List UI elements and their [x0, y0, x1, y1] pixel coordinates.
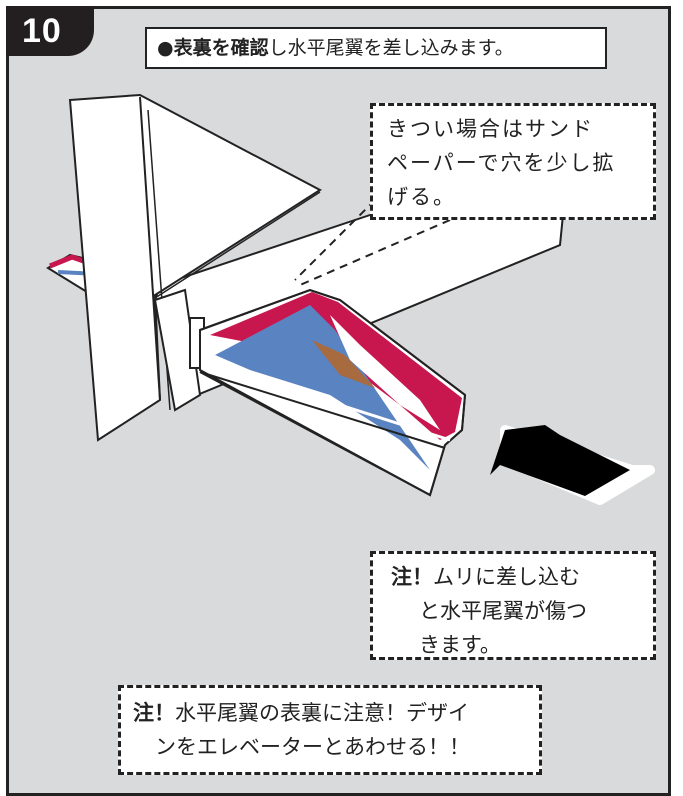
note-line: と水平尾翼が傷つ: [419, 599, 587, 623]
fuselage-side: [153, 288, 202, 412]
insert-arrow: [490, 425, 630, 496]
warning-note-insert: 注！ムリに差し込む と水平尾翼が傷つ きます。: [370, 551, 656, 660]
tip-callout: きつい場合はサンド ペーパーで穴を少し拡 げる。: [370, 103, 656, 220]
warning-note-orientation: 注！水平尾翼の表裏に注意！デザイ ンをエレベーターとあわせる！！: [118, 685, 542, 775]
vertical-fin: [68, 93, 322, 442]
tip-line: げる。: [387, 185, 456, 209]
note-line: ンをエレベーターとあわせる！！: [155, 735, 470, 759]
step-number-tab: 10: [6, 6, 94, 56]
step-number: 10: [22, 12, 62, 50]
instruction-title: ●表裏を確認し水平尾翼を差し込みます。: [145, 27, 607, 69]
tip-line: ペーパーで穴を少し拡: [387, 151, 616, 175]
note-label: 注！: [391, 565, 433, 589]
note-line: 水平尾翼の表裏に注意！デザイ: [175, 701, 469, 725]
note-line: きます。: [419, 633, 501, 657]
title-emphasis: ●表裏を確認: [157, 37, 269, 59]
title-text: し水平尾翼を差し込みます。: [268, 37, 514, 59]
note-label: 注！: [133, 701, 175, 725]
note-line: ムリに差し込む: [433, 565, 580, 589]
tip-line: きつい場合はサンド: [387, 117, 594, 141]
